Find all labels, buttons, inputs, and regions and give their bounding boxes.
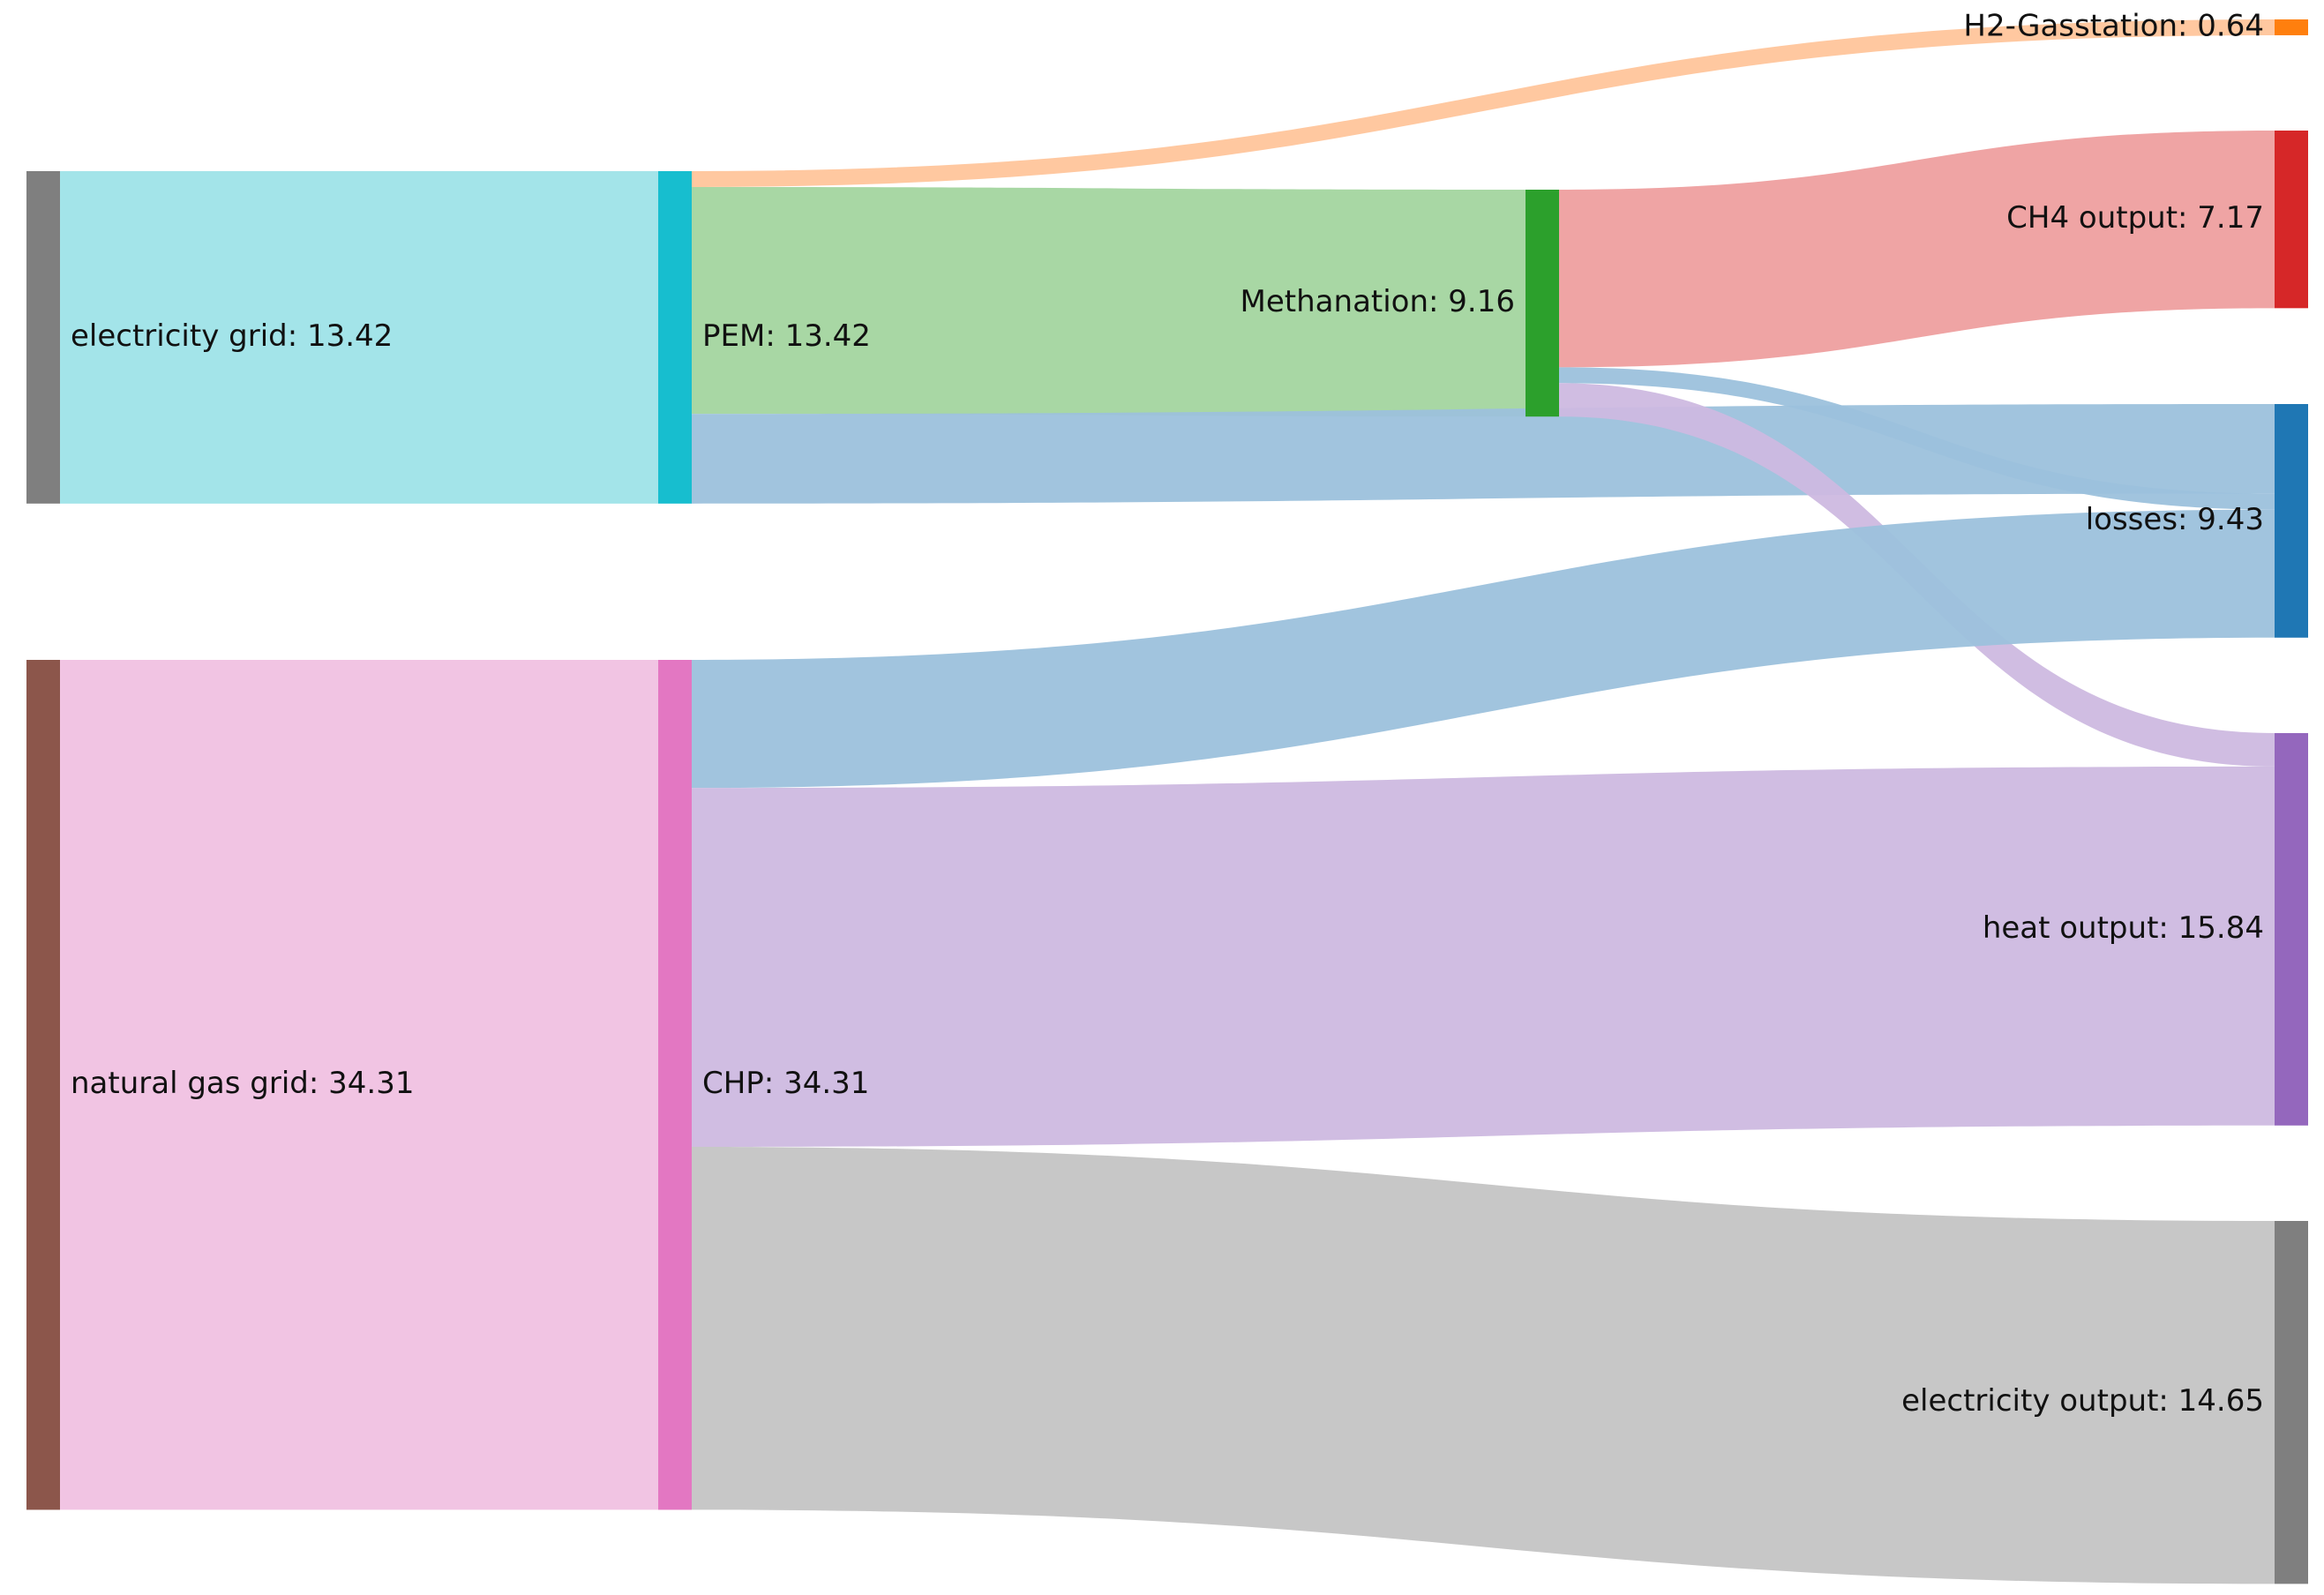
- node-H2_gasstation: [2275, 19, 2308, 35]
- node-heat_output: [2275, 733, 2308, 1126]
- node-CH4_output: [2275, 131, 2308, 309]
- link-PEM-to-Methanation: [692, 186, 1526, 417]
- link-CHP-to-electricity_output: [692, 1147, 2275, 1584]
- node-label-electricity_output: electricity output: 14.65: [1901, 1383, 2264, 1419]
- link-Methanation-to-CH4_output: [1559, 131, 2275, 368]
- node-electricity_grid: [26, 171, 60, 504]
- node-label-electricity_grid: electricity grid: 13.42: [71, 318, 393, 354]
- node-label-Methanation: Methanation: 9.16: [1241, 284, 1515, 319]
- link-electricity_grid-to-PEM: [60, 171, 658, 504]
- node-Methanation: [1526, 190, 1559, 417]
- node-label-losses: losses: 9.43: [2086, 502, 2264, 537]
- node-label-natural_gas_grid: natural gas grid: 34.31: [71, 1066, 414, 1101]
- node-label-CHP: CHP: 34.31: [702, 1066, 869, 1101]
- labels-layer: electricity grid: 13.42 natural gas grid:…: [71, 8, 2264, 1419]
- link-CHP-to-losses: [692, 509, 2275, 789]
- nodes-layer: [26, 19, 2308, 1584]
- links-layer: [60, 19, 2275, 1584]
- link-natural_gas_grid-to-CHP: [60, 660, 658, 1510]
- node-label-heat_output: heat output: 15.84: [1983, 910, 2264, 946]
- link-PEM-to-losses: [692, 404, 2275, 504]
- node-electricity_output: [2275, 1221, 2308, 1584]
- node-CHP: [658, 660, 692, 1510]
- link-PEM-to-H2_gasstation: [692, 19, 2275, 187]
- node-losses: [2275, 404, 2308, 638]
- node-PEM: [658, 171, 692, 504]
- node-label-PEM: PEM: 13.42: [702, 318, 871, 354]
- node-label-CH4_output: CH4 output: 7.17: [2006, 200, 2264, 236]
- node-label-H2_gasstation: H2-Gasstation: 0.64: [1963, 8, 2264, 43]
- link-CHP-to-heat_output: [692, 766, 2275, 1148]
- link-Methanation-to-losses: [1559, 367, 2275, 510]
- node-natural_gas_grid: [26, 660, 60, 1510]
